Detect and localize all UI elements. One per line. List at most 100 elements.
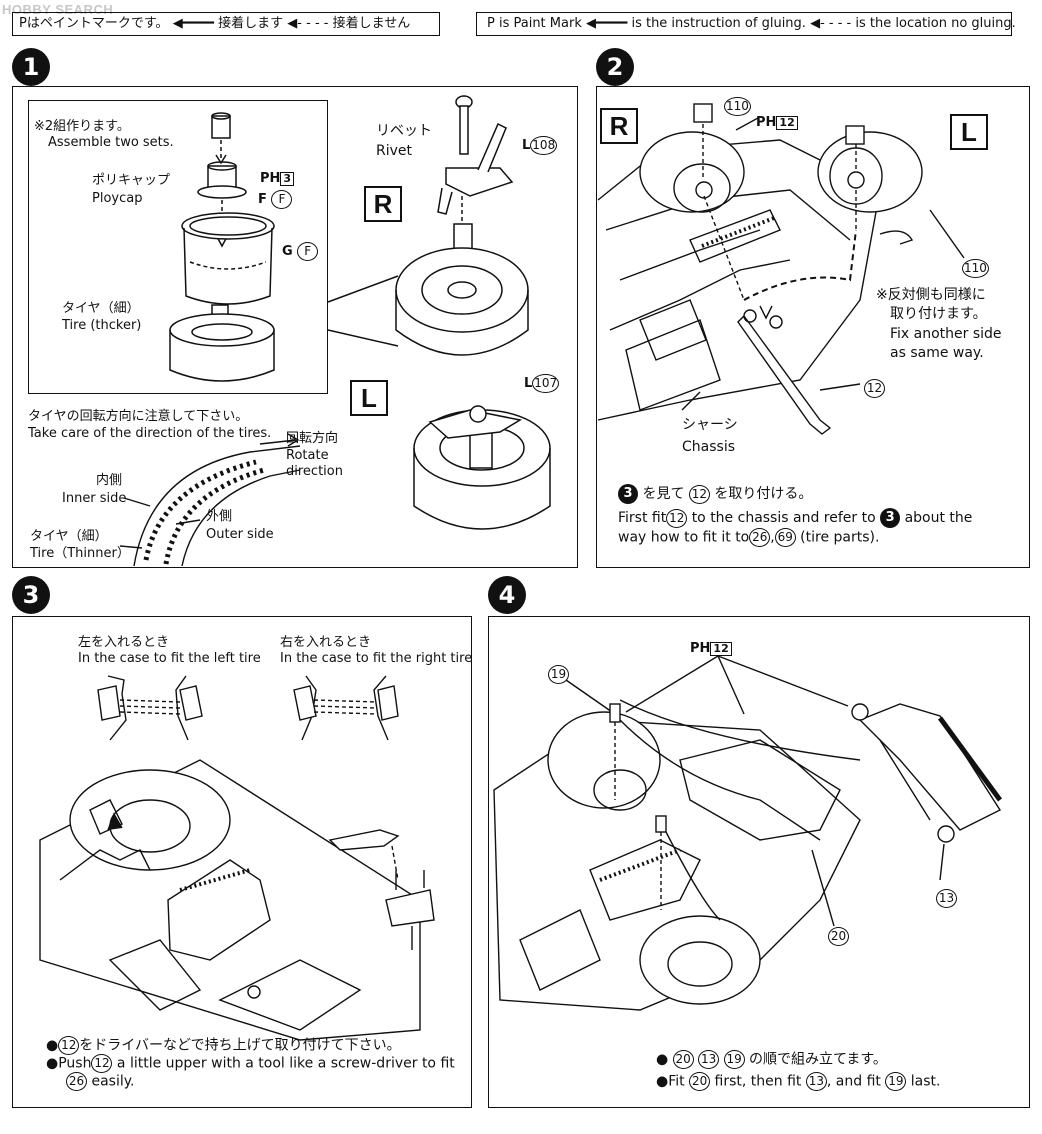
p20-number: 20	[828, 927, 849, 946]
bullet-icon: ●	[46, 1037, 59, 1054]
left-tire-jp: 左を入れるとき	[78, 635, 170, 650]
step-2-label-l: L	[950, 114, 988, 150]
p110-number: 110	[724, 97, 751, 116]
legend-en-noglue: is the location no gluing.	[855, 16, 1016, 31]
l107-prefix: L	[524, 376, 533, 391]
noglue-arrow-icon: ◀- - - -	[810, 16, 852, 31]
tire-label-jp: タイヤ（細）	[62, 301, 140, 316]
step-1-note-jp: ※2組作ります。	[34, 119, 130, 134]
step-4-number: 4	[488, 576, 526, 614]
instr-text: way how to fit it to	[618, 529, 750, 546]
ph-label: PH	[260, 171, 281, 186]
part-f-ref: F F	[258, 190, 293, 209]
left-tire-en: In the case to fit the left tire	[78, 651, 261, 666]
step-1-wheel-drawings	[395, 95, 551, 530]
step-2-instr-jp-post: を取り付ける。	[714, 486, 813, 502]
step-2-note-en-2: as same way.	[890, 345, 984, 361]
part-19-label: 19	[548, 664, 569, 684]
note-text: easily.	[91, 1073, 135, 1090]
right-tire-en: In the case to fit the right tire	[280, 651, 473, 666]
right-tire-jp: 右を入れるとき	[280, 635, 372, 650]
rivet-label-jp: リベット	[376, 123, 432, 139]
rotate-label-jp: 回転方向	[286, 431, 339, 446]
p19-number: 19	[548, 665, 569, 684]
part-13-label: 13	[936, 888, 957, 908]
polycap-label-jp: ポリキャップ	[92, 173, 171, 188]
part-g-letter: G	[282, 244, 293, 259]
step-1-label-r: R	[364, 186, 402, 222]
note-text: a little upper with a tool like a screw-…	[116, 1055, 455, 1072]
tire-thinner-en: Tire（Thinner）	[30, 546, 130, 561]
part-ref-badge: 69	[774, 528, 796, 547]
instr-text: about the	[904, 510, 973, 526]
part-f-tree: F	[271, 190, 293, 209]
note-text: の順で組み立てます。	[749, 1051, 887, 1068]
legend-en-box: P is Paint Mark ◀━━━━ is the instruction…	[476, 12, 1016, 36]
step-3-number: 3	[12, 576, 50, 614]
ph-label: PH	[756, 115, 777, 130]
tire-label-en: Tire (thcker)	[62, 318, 142, 333]
part-ref-badge: 13	[698, 1050, 720, 1069]
step-2-note-en-1: Fix another side	[890, 326, 1002, 342]
legend-jp-box: Pはペイントマークです。 ◀━━━━ 接着します ◀- - - - 接着しません	[12, 12, 440, 36]
note-text: last.	[910, 1073, 941, 1090]
l108-number: 108	[530, 136, 558, 155]
step-ref-badge: 3	[880, 508, 901, 528]
step-1-inner-panel	[28, 100, 328, 394]
bullet-icon: ●	[656, 1051, 669, 1068]
note-text: first, then fit	[714, 1073, 802, 1090]
watermark: HOBBY SEARCH	[2, 2, 114, 17]
part-110-right: 110	[962, 258, 989, 278]
step-1-note-en: Assemble two sets.	[48, 135, 174, 150]
step-3-drawing	[39, 675, 435, 1041]
part-20-label: 20	[828, 926, 849, 946]
part-ref-badge: 20	[672, 1050, 694, 1069]
part-ref-badge: 12	[688, 484, 710, 504]
step-2-number: 2	[596, 48, 634, 86]
step-2-label-r: R	[600, 108, 638, 144]
step-2-instr-jp-pre: を見て	[642, 486, 685, 502]
step-ref-badge: 3	[618, 484, 638, 504]
part-ref-badge: 19	[885, 1072, 907, 1091]
ph-label: PH	[690, 641, 711, 656]
rivet-label-en: Rivet	[376, 143, 413, 159]
outer-side-en: Outer side	[206, 527, 274, 542]
rotate-label-en-2: direction	[286, 464, 343, 479]
tire-tread-drawing	[119, 433, 301, 567]
bullet-icon: ●	[46, 1055, 59, 1072]
part-ref-badge: 12	[666, 508, 688, 528]
part-ref-badge: 26	[66, 1072, 87, 1091]
instr-text: (tire parts).	[800, 529, 880, 546]
step-2-chassis-drawing	[597, 103, 965, 435]
legend-jp-noglue: 接着しません	[332, 16, 411, 31]
step-1-polycap-tire-drawing	[169, 112, 399, 382]
glue-arrow-icon: ◀━━━━	[172, 16, 214, 31]
part-ref-badge: 13	[805, 1072, 827, 1091]
step-1-panel	[12, 86, 578, 568]
step-2-panel	[596, 86, 1030, 568]
step-2-note-jp-1: ※反対側も同様に	[876, 287, 986, 303]
instr-text: First fit	[618, 510, 667, 526]
part-ref-badge: 26	[749, 528, 771, 547]
part-12-step2: 12	[864, 378, 885, 398]
direction-note-en: Take care of the direction of the tires.	[28, 426, 272, 441]
step-3-panel	[12, 616, 472, 1108]
direction-note-jp: タイヤの回転方向に注意して下さい。	[28, 409, 249, 424]
chassis-label-en: Chassis	[682, 439, 735, 455]
legend-jp-paint: Pはペイントマークです。	[19, 16, 169, 31]
glue-arrow-icon: ◀━━━━	[586, 16, 628, 31]
outer-side-jp: 外側	[206, 509, 233, 524]
instr-text: to the chassis and refer to	[691, 510, 876, 526]
ph-number: 3	[280, 171, 295, 186]
ph-number: 12	[710, 641, 732, 656]
chassis-label-jp: シャーシ	[682, 417, 738, 433]
note-text: Fit	[668, 1073, 685, 1090]
l108-prefix: L	[522, 138, 531, 153]
part-110-top: 110	[724, 96, 751, 116]
